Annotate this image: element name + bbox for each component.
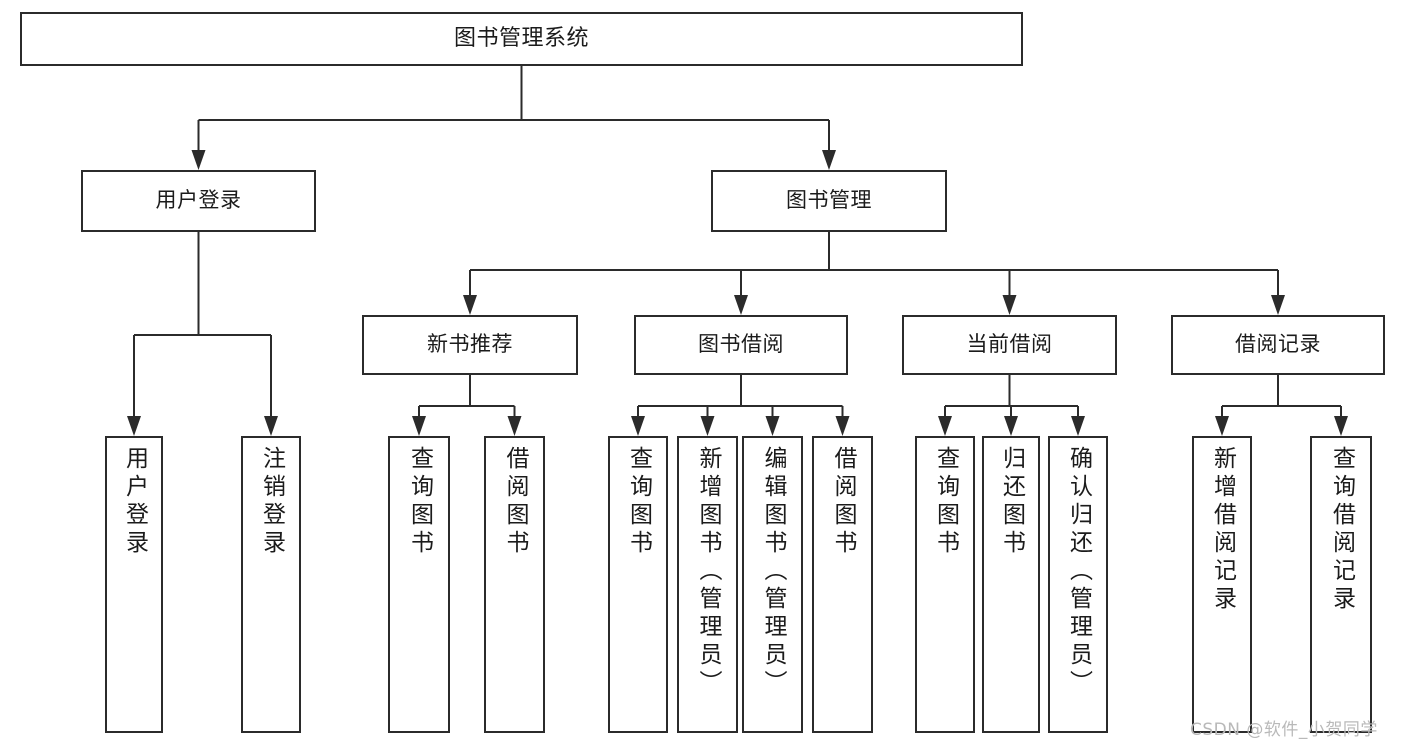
node-label: 查询图书 <box>406 446 433 558</box>
node-leaf-borrow-book-1[interactable]: 借阅图书 <box>484 436 545 733</box>
node-label: 查询借阅记录 <box>1328 446 1355 614</box>
node-leaf-add-record[interactable]: 新增借阅记录 <box>1192 436 1252 733</box>
node-label: 借阅记录 <box>1235 332 1321 357</box>
node-label: 归还图书 <box>998 446 1025 558</box>
node-current-borrow[interactable]: 当前借阅 <box>902 315 1117 375</box>
node-leaf-edit-book[interactable]: 编辑图书（管理员） <box>742 436 803 733</box>
node-book-manage[interactable]: 图书管理 <box>711 170 947 232</box>
arrow-head-book-manage <box>822 150 836 170</box>
arrow-head-book-borrow <box>734 295 748 315</box>
watermark-text: CSDN @软件_小贺同学 <box>1190 720 1378 740</box>
arrow-head-leaf-add-record <box>1215 416 1229 436</box>
node-label: 查询图书 <box>625 446 652 558</box>
node-label: 图书借阅 <box>698 332 784 357</box>
arrow-head-leaf-borrow-book-1 <box>507 416 522 436</box>
arrow-head-leaf-query-book-3 <box>938 416 952 436</box>
arrow-head-new-book-rec <box>463 295 477 315</box>
node-user-login[interactable]: 用户登录 <box>81 170 316 232</box>
node-root[interactable]: 图书管理系统 <box>20 12 1023 66</box>
node-label: 查询图书 <box>932 446 959 558</box>
node-leaf-user-login[interactable]: 用户登录 <box>105 436 163 733</box>
node-label: 借阅图书 <box>502 446 528 558</box>
node-book-borrow[interactable]: 图书借阅 <box>634 315 848 375</box>
arrow-head-user-login <box>191 150 206 170</box>
node-label: 新增图书（管理员） <box>695 446 721 698</box>
arrow-head-leaf-borrow-book-2 <box>835 416 850 436</box>
node-leaf-return-book[interactable]: 归还图书 <box>982 436 1040 733</box>
arrow-head-current-borrow <box>1002 295 1017 315</box>
node-label: 新增借阅记录 <box>1209 446 1236 614</box>
arrow-head-leaf-query-book-2 <box>631 416 645 436</box>
node-leaf-logout[interactable]: 注销登录 <box>241 436 301 733</box>
arrow-head-leaf-query-book-1 <box>412 416 426 436</box>
node-label: 图书管理 <box>786 188 872 213</box>
node-label: 编辑图书（管理员） <box>760 446 786 698</box>
arrow-head-leaf-confirm-return <box>1071 416 1085 436</box>
arrow-head-leaf-user-login <box>127 416 141 436</box>
arrow-head-leaf-return-book <box>1004 416 1018 436</box>
arrow-head-leaf-logout <box>264 416 278 436</box>
node-borrow-record[interactable]: 借阅记录 <box>1171 315 1385 375</box>
node-leaf-query-book-2[interactable]: 查询图书 <box>608 436 668 733</box>
node-leaf-query-record[interactable]: 查询借阅记录 <box>1310 436 1372 733</box>
node-leaf-confirm-return[interactable]: 确认归还（管理员） <box>1048 436 1108 733</box>
node-leaf-query-book-1[interactable]: 查询图书 <box>388 436 450 733</box>
node-label: 新书推荐 <box>427 332 513 357</box>
arrow-head-leaf-query-record <box>1334 416 1348 436</box>
node-label: 图书管理系统 <box>453 25 589 51</box>
node-label: 用户登录 <box>121 446 148 558</box>
node-label: 确认归还（管理员） <box>1065 446 1092 698</box>
node-label: 用户登录 <box>155 188 242 213</box>
node-leaf-add-book[interactable]: 新增图书（管理员） <box>677 436 738 733</box>
node-label: 借阅图书 <box>830 446 856 558</box>
node-new-book-rec[interactable]: 新书推荐 <box>362 315 578 375</box>
node-label: 注销登录 <box>258 446 285 558</box>
node-leaf-query-book-3[interactable]: 查询图书 <box>915 436 975 733</box>
arrow-head-borrow-record <box>1271 295 1285 315</box>
node-label: 当前借阅 <box>966 332 1053 357</box>
arrow-head-leaf-edit-book <box>765 416 780 436</box>
node-leaf-borrow-book-2[interactable]: 借阅图书 <box>812 436 873 733</box>
arrow-head-leaf-add-book <box>700 416 715 436</box>
